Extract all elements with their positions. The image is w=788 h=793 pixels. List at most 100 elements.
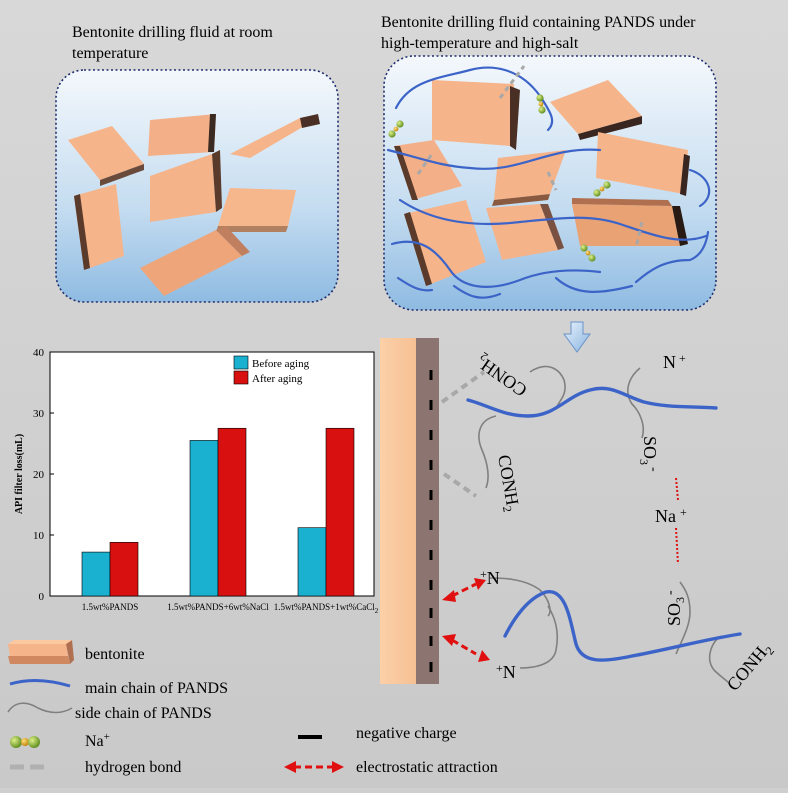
legend-main-chain-icon [9,678,71,688]
svg-text:CONH2: CONH2 [723,638,777,696]
bar-after-aging [325,427,355,597]
svg-text:CONH2: CONH2 [472,349,532,401]
mechanism-hydrogen-bonds [440,370,486,498]
right-clay-platelets [394,80,690,286]
y-tick-label: 0 [39,591,45,603]
x-tick-label: 1.5wt%PANDS [82,602,138,612]
polymer-main-chain [398,198,708,241]
y-tick-label: 10 [33,530,45,542]
legend-bentonite-icon [8,640,74,664]
bentonite-wall [380,338,418,684]
conh2-label-top: CONH2 [472,349,532,401]
bar-before-aging [297,527,327,597]
polymer-main-chain [394,66,554,132]
clay-platelet [68,126,144,180]
clay-platelet [218,188,296,226]
so3-label-bottom: SO3- [663,590,687,626]
left-panel-title-line2: temperature [72,45,148,62]
bars [81,427,355,597]
y-axis-title: API filter loss(mL) [14,434,25,514]
clay-platelet [140,230,242,296]
bar-chart: 0 10 20 30 40 1.5wt%PANDS 1.5wt%PANDS+6wt%NaC… [14,347,379,615]
legend-negative-charge-label: negative charge [356,725,457,742]
electrostatic-arrowheads [442,578,490,662]
x-tick-label: 1.5wt%PANDS+6wt%NaCl [167,602,269,612]
n-plus-label-upper: +N [480,567,500,588]
bar-after-aging [109,542,139,597]
y-axis: 0 10 20 30 40 [33,347,54,603]
legend-label-after: After aging [252,373,303,385]
chart-legend: Before aging After aging [233,355,310,385]
side-chain-conh2-mid [478,415,497,489]
side-chain-n-lower [519,605,559,669]
ionic-bridge-lower [675,527,679,565]
y-tick-label: 20 [33,469,45,481]
x-tick-label: 1.5wt%PANDS+1wt%CaCl2 [274,602,379,615]
n-plus-label-lower: +N [496,661,516,682]
legend-electrostatic-label: electrostatic attraction [356,759,498,776]
legend: bentonite main chain of PANDS side chain… [7,640,498,776]
clay-platelet [486,204,558,260]
right-panel-title-line2: high-temperature and high-salt [381,35,579,52]
clay-platelet [230,118,318,158]
n-plus-label-top: N+ [663,351,686,372]
polymer-main-chain [396,276,434,292]
legend-na-label: Na+ [85,731,110,750]
side-chain-conh2-top [529,365,566,409]
svg-text:CONH2: CONH2 [491,453,524,513]
polymer-main-chain [386,148,602,170]
down-arrow-icon [563,321,591,353]
polymer-main-chain [554,276,634,293]
right-panel-title-line1: Bentonite drilling fluid containing PAND… [381,14,696,31]
legend-bentonite-label: bentonite [85,646,145,663]
clay-platelet [148,114,216,156]
clay-platelet [150,154,216,222]
right-polymer-chains [386,66,711,299]
legend-main-chain-label: main chain of PANDS [85,680,228,697]
bar-before-aging [81,551,111,597]
mechanism-main-chains [466,386,742,662]
right-sodium-ions [388,94,611,262]
clay-platelet [596,132,688,194]
bar-after-aging [217,427,247,597]
polymer-main-chain [634,230,710,284]
x-axis: 1.5wt%PANDS 1.5wt%PANDS+6wt%NaCl 1.5wt%PAN… [82,602,379,615]
polymer-main-chain [688,168,711,208]
y-axis-label: API filter loss(mL) [14,434,25,514]
legend-swatch-before [233,355,249,370]
side-chain-n-upper [489,577,551,617]
clay-platelet [432,80,514,146]
ionic-bridge-upper [675,477,679,501]
bentonite-surface-layer [416,338,439,684]
y-tick-label: 30 [33,408,45,420]
side-chain-conh2-bottom [708,637,731,685]
polymer-main-chain [452,284,502,299]
main-chain-upper [466,386,718,418]
clay-platelet [494,150,566,200]
legend-swatch-after [233,370,249,385]
bar-before-aging [189,440,219,597]
legend-side-chain-label: side chain of PANDS [75,705,212,722]
legend-side-chain-icon [7,702,73,714]
conh2-label-mid: CONH2 [491,453,524,513]
side-chain-n-plus [627,367,645,439]
na-plus-label: Na+ [655,505,687,526]
left-clay-platelets [68,114,320,296]
main-chain-lower [503,590,742,662]
clay-platelet [550,80,642,134]
electrostatic-arrows [451,582,477,656]
svg-text:SO3-: SO3- [663,590,687,626]
side-chains [478,365,731,685]
legend-label-before: Before aging [252,358,310,370]
y-tick-label: 40 [33,347,45,359]
polymer-main-chain [390,240,602,288]
so3-label-top: SO3- [637,436,661,472]
right-hydrogen-bonds [416,65,644,249]
side-chain-so3 [675,581,691,655]
left-panel-title-line1: Bentonite drilling fluid at room [72,24,273,41]
conh2-label-bottom: CONH2 [723,638,777,696]
legend-na-icon [10,736,40,748]
legend-electrostatic-icon [284,761,344,773]
